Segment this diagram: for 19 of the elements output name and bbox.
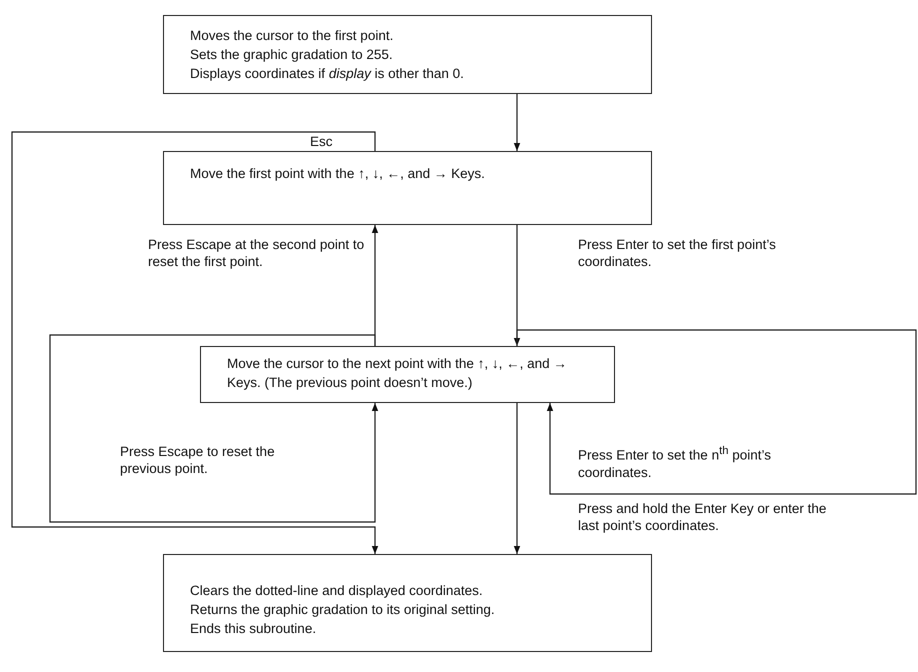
process-box: [163, 151, 652, 225]
step-text: Move the first point with the ↑, ↓, ←, and → Keys.: [190, 165, 486, 183]
step-text: Ends this subroutine.: [190, 620, 318, 638]
arrow: [49, 334, 378, 523]
step-text: Returns the graphic gradation to its original setting.: [190, 601, 496, 619]
process-box: [163, 15, 652, 94]
step-text: Sets the graphic gradation to 255.: [190, 46, 394, 64]
edge-label: Press Escape at the second point to reset the first point.: [148, 236, 366, 270]
arrow: [11, 131, 378, 554]
step-text: Moves the cursor to the first point.: [190, 27, 394, 45]
step-text: Clears the dotted-line and displayed coordinates.: [190, 582, 484, 600]
step-text: Displays coordinates if display is other than 0.: [190, 65, 465, 83]
process-box: [163, 554, 652, 652]
arrow: [514, 225, 520, 346]
arrow: [514, 403, 520, 554]
arrow: [514, 94, 520, 151]
process-box: [200, 346, 615, 403]
arrow: [516, 329, 917, 495]
step-text: Move the cursor to the next point with the ↑, ↓, ←, and → Keys. (The previous point doesn’t move.): [227, 355, 568, 392]
